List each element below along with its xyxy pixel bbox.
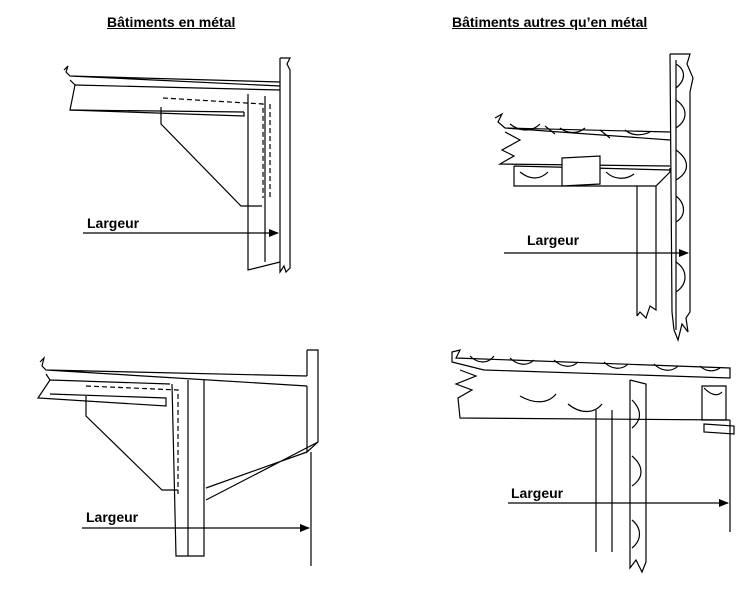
diagram-metal-bottom: [36, 349, 319, 566]
width-label-metal-top: Largeur: [87, 215, 140, 231]
width-label-wood-top: Largeur: [527, 232, 580, 248]
width-label-metal-bottom: Largeur: [86, 509, 139, 525]
diagram-wood-bottom: [451, 349, 735, 574]
title-metal-buildings: Bâtiments en métal: [107, 14, 236, 30]
width-label-wood-bottom: Largeur: [511, 485, 564, 501]
diagram-wood-top: [494, 53, 694, 342]
diagram-metal-top: [63, 57, 291, 274]
title-non-metal-buildings: Bâtiments autres qu’en métal: [452, 14, 648, 30]
